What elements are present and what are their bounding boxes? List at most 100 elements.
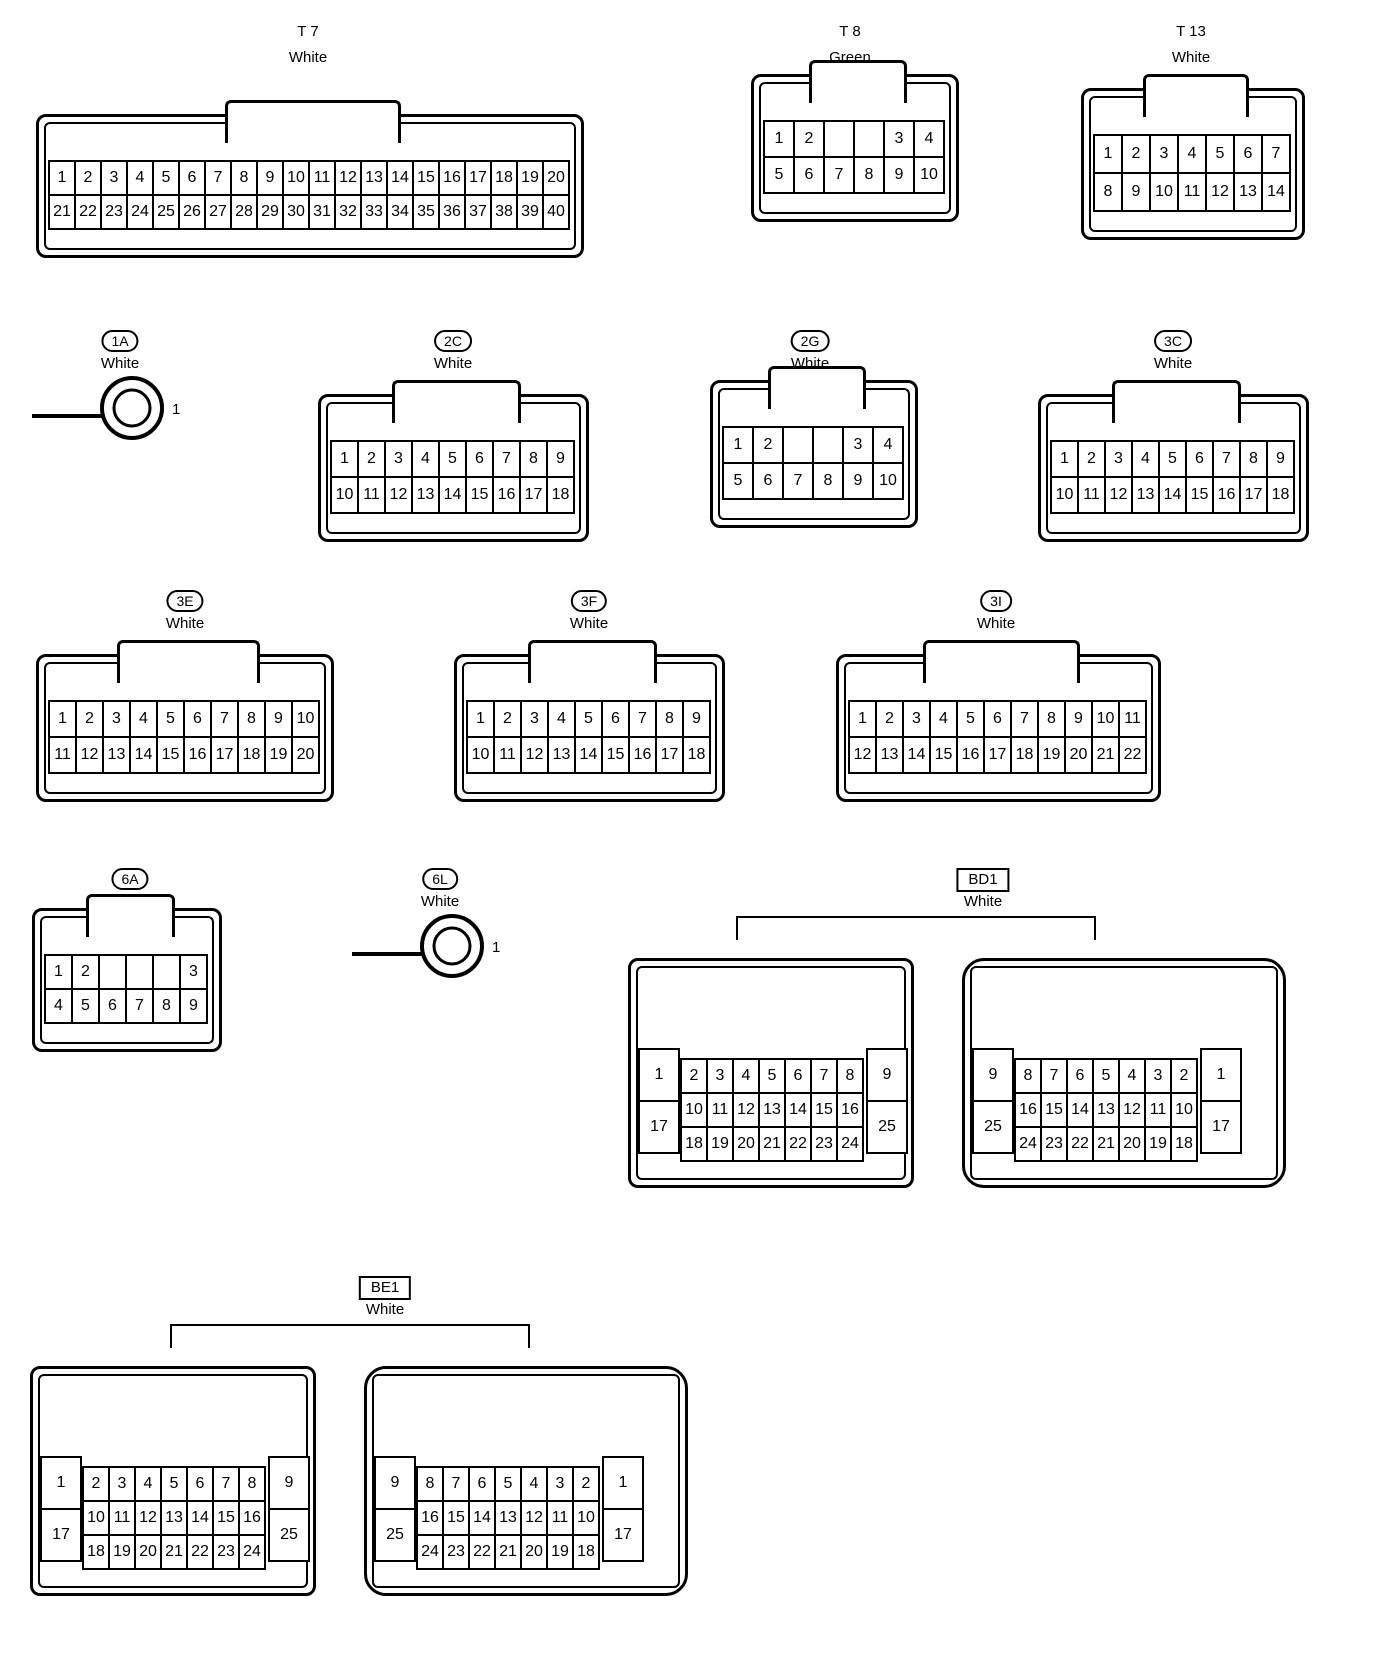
- pin-cell: 31: [310, 196, 336, 230]
- pin-cell: [855, 122, 885, 158]
- pin-cell: 17: [42, 1510, 82, 1562]
- pin-cell: 3: [522, 702, 549, 738]
- pin-cell: 22: [188, 1536, 214, 1570]
- connector-latch: [116, 640, 260, 683]
- pin-cell: 20: [1066, 738, 1093, 774]
- pin-cell: 7: [812, 1060, 838, 1094]
- pin-cell: 9: [181, 990, 208, 1024]
- pin-cell: 21: [496, 1536, 522, 1570]
- pin-cell: 18: [682, 1128, 708, 1162]
- pin-cell: 17: [604, 1510, 644, 1562]
- pin-cell: 1: [332, 442, 359, 478]
- pin-cell: 8: [521, 442, 548, 478]
- pin-cell: 13: [496, 1502, 522, 1536]
- pin-cell: 9: [270, 1458, 310, 1510]
- pin-cell: 5: [765, 158, 795, 194]
- pin-cell: 15: [214, 1502, 240, 1536]
- pin-cell: 22: [786, 1128, 812, 1162]
- connector-code-box: BD1: [956, 868, 1010, 892]
- pin-cell: 38: [492, 196, 518, 230]
- pin-cell: 4: [1179, 136, 1207, 174]
- pair-bracket: [736, 916, 1096, 940]
- pin-cell: 2: [1123, 136, 1151, 174]
- pin-cell: 1: [46, 956, 73, 990]
- pin-cell: 22: [470, 1536, 496, 1570]
- pin-cell: [784, 428, 814, 464]
- pin-cell: 14: [1263, 174, 1291, 212]
- pin-cell: 19: [548, 1536, 574, 1570]
- pin-cell: 6: [470, 1468, 496, 1502]
- pin-cell: 8: [855, 158, 885, 194]
- pin-cell: 7: [784, 464, 814, 500]
- pin-cell: 37: [466, 196, 492, 230]
- pin-cell: 1: [724, 428, 754, 464]
- pin-cell: 4: [136, 1468, 162, 1502]
- pin-cell: 1: [50, 702, 77, 738]
- pin-cell: 8: [240, 1468, 266, 1502]
- pin-cell: 12: [1106, 478, 1133, 514]
- pin-cell: 10: [284, 162, 310, 196]
- pin-cell: 24: [128, 196, 154, 230]
- pin-cell: 6: [467, 442, 494, 478]
- connector-color: White: [100, 355, 140, 372]
- pin-cell: 5: [1207, 136, 1235, 174]
- pin-cell: 10: [1151, 174, 1179, 212]
- pin-cell: 2: [84, 1468, 110, 1502]
- pin-cell: 23: [812, 1128, 838, 1162]
- pin-cell: 19: [518, 162, 544, 196]
- pin-cell: 9: [868, 1050, 908, 1102]
- pin-cell: 3: [104, 702, 131, 738]
- pin-cell: 15: [467, 478, 494, 514]
- pin-cell: 12: [77, 738, 104, 774]
- pin-cell: 5: [1160, 442, 1187, 478]
- pin-cell: 3: [1146, 1060, 1172, 1094]
- pin-cell: [127, 956, 154, 990]
- pin-cell: 2: [754, 428, 784, 464]
- pin-cell: 23: [1042, 1128, 1068, 1162]
- pin-cell: 10: [574, 1502, 600, 1536]
- pin-cell: 36: [440, 196, 466, 230]
- pin-cell: 4: [46, 990, 73, 1024]
- pin-cell: 30: [284, 196, 310, 230]
- pin-cell: 2: [77, 702, 104, 738]
- pin-cell: 17: [466, 162, 492, 196]
- pin-cell: 20: [136, 1536, 162, 1570]
- pin-cell: 5: [958, 702, 985, 738]
- pin-cell: 4: [734, 1060, 760, 1094]
- pin-cell: 32: [336, 196, 362, 230]
- pin-cell: 3: [885, 122, 915, 158]
- pin-cell: 5: [760, 1060, 786, 1094]
- pin-cell: 6: [603, 702, 630, 738]
- ring-terminal-icon: 1: [32, 376, 180, 440]
- connector-code-badge: 3E: [166, 590, 204, 612]
- connector-color: White: [963, 893, 1003, 910]
- pin-cell: 16: [838, 1094, 864, 1128]
- pin-cell: 13: [413, 478, 440, 514]
- connector-color: White: [1153, 355, 1193, 372]
- pin-cell: 7: [214, 1468, 240, 1502]
- pin-cell: 14: [1068, 1094, 1094, 1128]
- pin-cell: 18: [239, 738, 266, 774]
- pin-cell: 9: [974, 1050, 1014, 1102]
- connector-code-badge: 3F: [570, 590, 608, 612]
- pin-cell: 2: [877, 702, 904, 738]
- pin-cell: 5: [1094, 1060, 1120, 1094]
- pin-cell: 6: [786, 1060, 812, 1094]
- pin-cell: 13: [104, 738, 131, 774]
- pin-cell: 10: [1172, 1094, 1198, 1128]
- pin-cell: 13: [1235, 174, 1263, 212]
- pin-cell: 22: [76, 196, 102, 230]
- pin-cell: 1: [50, 162, 76, 196]
- pin-cell: 4: [131, 702, 158, 738]
